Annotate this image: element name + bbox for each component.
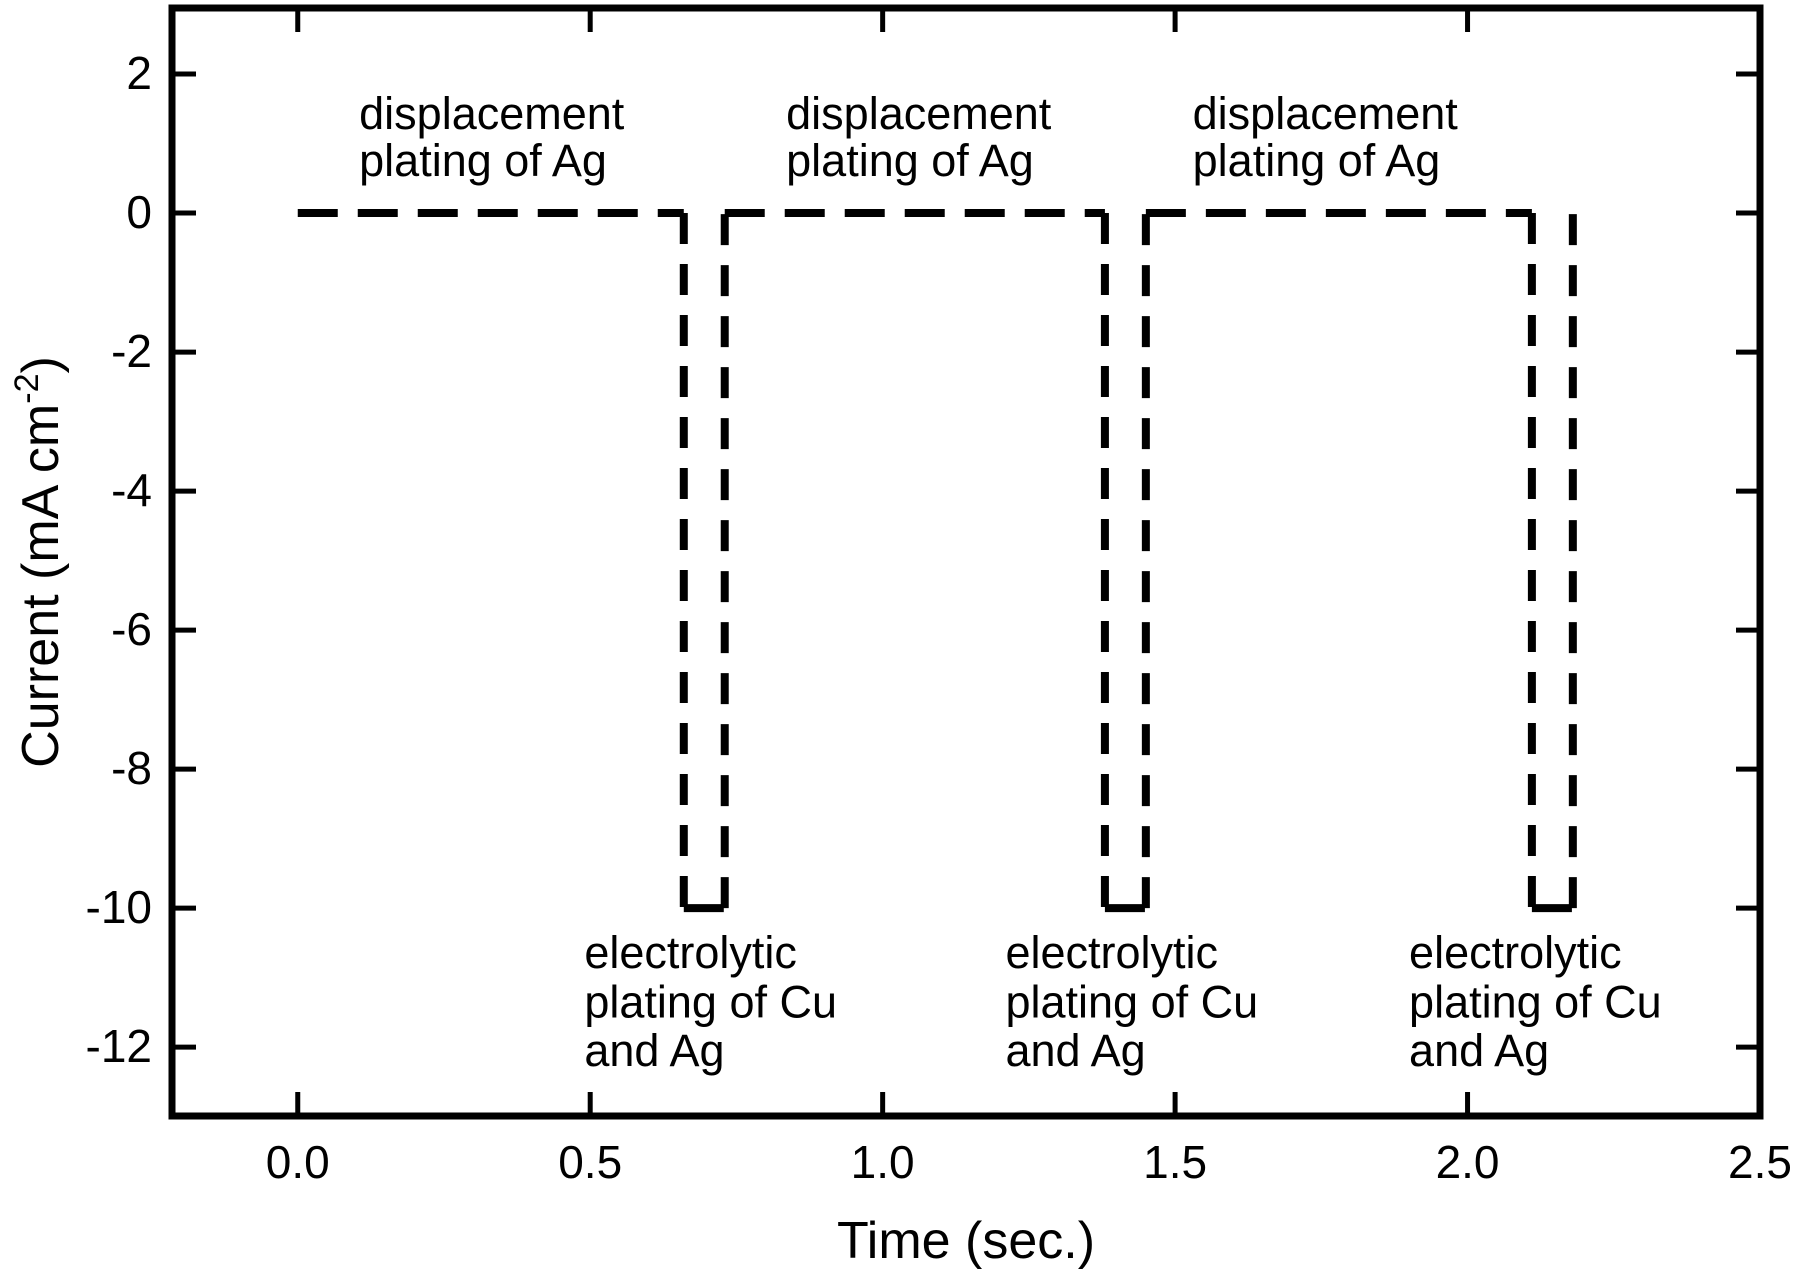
annotation-displacement-plating-1: plating of Ag xyxy=(359,135,607,186)
y-tick-label: -2 xyxy=(111,325,152,377)
annotation-electrolytic-plating-2: and Ag xyxy=(1005,1025,1145,1076)
annotation-electrolytic-plating-1: electrolytic xyxy=(584,927,797,978)
annotation-electrolytic-plating-3: and Ag xyxy=(1409,1025,1549,1076)
x-tick-label: 0.0 xyxy=(266,1136,330,1188)
y-tick-label: -4 xyxy=(111,464,152,516)
y-tick-label: -12 xyxy=(86,1020,152,1072)
annotation-electrolytic-plating-2: electrolytic xyxy=(1005,927,1218,978)
annotation-displacement-plating-2: plating of Ag xyxy=(786,135,1034,186)
x-tick-label: 1.0 xyxy=(851,1136,915,1188)
y-tick-label: -6 xyxy=(111,603,152,655)
annotation-displacement-plating-3: displacement xyxy=(1193,88,1459,139)
annotation-displacement-plating-3: plating of Ag xyxy=(1193,135,1441,186)
annotation-displacement-plating-2: displacement xyxy=(786,88,1052,139)
x-tick-label: 1.5 xyxy=(1143,1136,1207,1188)
annotation-electrolytic-plating-3: electrolytic xyxy=(1409,927,1622,978)
annotation-electrolytic-plating-1: plating of Cu xyxy=(584,976,837,1027)
y-tick-label: -8 xyxy=(111,742,152,794)
annotation-electrolytic-plating-1: and Ag xyxy=(584,1025,724,1076)
x-axis-title: Time (sec.) xyxy=(837,1212,1095,1270)
x-tick-label: 2.0 xyxy=(1436,1136,1500,1188)
annotation-electrolytic-plating-3: plating of Cu xyxy=(1409,976,1662,1027)
y-tick-label: -10 xyxy=(86,881,152,933)
x-tick-label: 0.5 xyxy=(558,1136,622,1188)
annotation-displacement-plating-1: displacement xyxy=(359,88,625,139)
annotation-electrolytic-plating-2: plating of Cu xyxy=(1005,976,1258,1027)
y-tick-label: 0 xyxy=(126,186,152,238)
y-tick-label: 2 xyxy=(126,47,152,99)
x-tick-label: 2.5 xyxy=(1728,1136,1792,1188)
plot-border xyxy=(168,4,1764,1120)
y-axis-title: Current (mA cm-2) xyxy=(8,356,70,768)
